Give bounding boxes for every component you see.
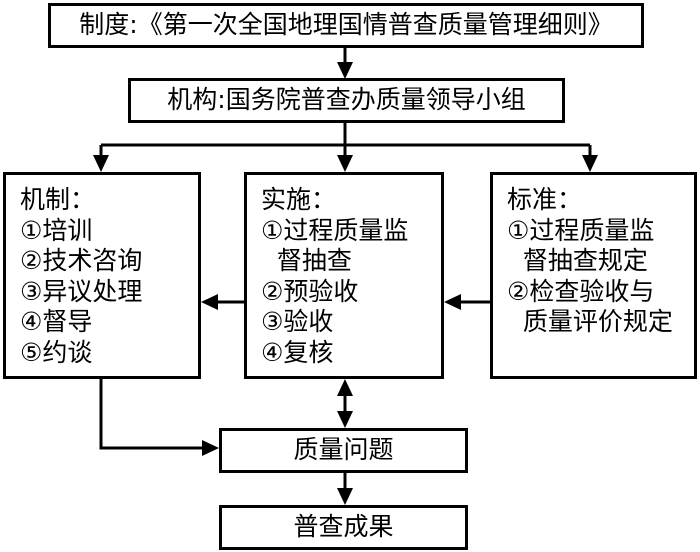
node-implementation: 实施： ①过程质量监 督抽查 ②预验收 ③验收 ④复核 bbox=[244, 172, 444, 379]
edge-implementation-quality-issue bbox=[337, 379, 353, 428]
edge-implementation-to-mechanism bbox=[201, 294, 244, 310]
node-quality-issue-label: 质量问题 bbox=[293, 435, 394, 465]
list-item: ③验收 bbox=[261, 307, 334, 336]
list-item: ②预验收 bbox=[261, 276, 359, 306]
list-item: ①过程质量监 bbox=[261, 215, 409, 245]
node-implementation-heading: 实施： bbox=[261, 185, 337, 214]
list-item: 质量评价规定 bbox=[507, 307, 673, 336]
edge-bus-to-mechanism bbox=[93, 145, 109, 172]
list-item: 督抽查规定 bbox=[507, 246, 648, 275]
node-policy-document: 制度:《第一次全国地理国情普查质量管理细则》 bbox=[48, 3, 644, 48]
node-mechanism-heading: 机制： bbox=[20, 185, 96, 214]
node-organization-label: 机构:国务院普查办质量领导小组 bbox=[167, 85, 526, 115]
node-standard-items: ①过程质量监 督抽查规定 ②检查验收与 质量评价规定 bbox=[507, 216, 694, 338]
list-item: ⑤约谈 bbox=[20, 337, 93, 367]
node-quality-issue: 质量问题 bbox=[219, 428, 468, 473]
edge-mechanism-to-quality-issue bbox=[99, 379, 219, 456]
edge-policy-to-organization bbox=[337, 48, 353, 79]
edge-quality-issue-to-result bbox=[337, 473, 353, 505]
node-mechanism-items: ①培训 ②技术咨询 ③异议处理 ④督导 ⑤约谈 bbox=[20, 216, 198, 369]
node-standard-heading: 标准： bbox=[507, 185, 583, 214]
list-item: ①过程质量监 bbox=[507, 215, 655, 245]
node-implementation-items: ①过程质量监 督抽查 ②预验收 ③验收 ④复核 bbox=[261, 216, 441, 369]
node-organization: 机构:国务院普查办质量领导小组 bbox=[128, 78, 565, 123]
edge-bus-to-implementation bbox=[337, 145, 353, 172]
edge-bus-to-standard bbox=[582, 145, 598, 172]
list-item: ②技术咨询 bbox=[20, 246, 143, 275]
node-census-result-label: 普查成果 bbox=[293, 512, 394, 542]
list-item: ④复核 bbox=[261, 337, 334, 367]
list-item: ④督导 bbox=[20, 307, 93, 336]
edge-organization-to-bus bbox=[101, 123, 590, 147]
edge-standard-to-implementation bbox=[444, 294, 490, 310]
list-item: ③异议处理 bbox=[20, 276, 143, 306]
node-policy-label: 制度:《第一次全国地理国情普查质量管理细则》 bbox=[79, 10, 613, 40]
list-item: ②检查验收与 bbox=[507, 276, 655, 306]
node-census-result: 普查成果 bbox=[219, 505, 468, 550]
list-item: ①培训 bbox=[20, 215, 93, 245]
list-item: 督抽查 bbox=[261, 246, 352, 275]
node-mechanism: 机制： ①培训 ②技术咨询 ③异议处理 ④督导 ⑤约谈 bbox=[3, 172, 201, 379]
node-standard: 标准： ①过程质量监 督抽查规定 ②检查验收与 质量评价规定 bbox=[490, 172, 697, 379]
